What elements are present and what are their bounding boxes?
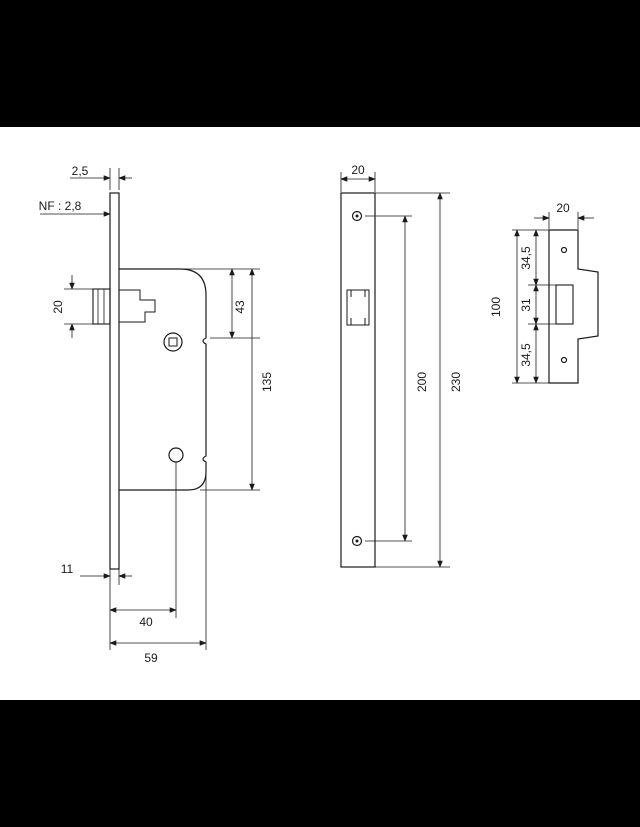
dim-handle-offset-label: 43 bbox=[233, 300, 247, 314]
dim-strike-total-label: 100 bbox=[489, 297, 503, 317]
dim-backset-label: 40 bbox=[139, 615, 153, 629]
dim-depth-label: 59 bbox=[144, 651, 158, 665]
dim-handle-to-key-label: 135 bbox=[260, 372, 274, 392]
strike-plate-view bbox=[548, 229, 599, 384]
faceplate-screw-bottom bbox=[351, 535, 363, 547]
top-letterbox-bar bbox=[0, 0, 640, 127]
spindle-square bbox=[168, 337, 178, 347]
strike-screw-bottom bbox=[560, 356, 568, 364]
latch-bolt bbox=[92, 288, 111, 325]
strike-plate-outline bbox=[548, 229, 599, 384]
strike-screw-top bbox=[560, 246, 568, 254]
lock-case bbox=[119, 268, 207, 491]
key-hole bbox=[168, 447, 184, 463]
dim-screw-spacing-label: 200 bbox=[415, 372, 429, 392]
follower-hub bbox=[163, 332, 183, 352]
latch-bevel bbox=[97, 289, 105, 324]
dim-latch-label: 20 bbox=[51, 300, 65, 314]
faceplate-view bbox=[340, 192, 376, 568]
latch-tail bbox=[119, 289, 156, 323]
dim-strike-width-label: 20 bbox=[556, 201, 570, 215]
faceplate-dimensions bbox=[340, 172, 450, 568]
lock-body-dimensions bbox=[40, 168, 260, 650]
faceplate-latch-opening bbox=[346, 289, 370, 326]
dim-faceplate-width-label: 20 bbox=[351, 163, 365, 177]
dim-strike-top-label: 34,5 bbox=[519, 246, 533, 270]
dim-plate-thickness-label: 2,5 bbox=[72, 164, 89, 178]
faceplate-outline bbox=[340, 192, 376, 568]
dim-nf-label: NF : 2,8 bbox=[39, 199, 82, 213]
dim-plate-offset-label: 11 bbox=[61, 562, 74, 576]
lock-body-view bbox=[92, 192, 207, 570]
dim-faceplate-length-label: 230 bbox=[449, 372, 463, 392]
strike-plate-dimensions bbox=[512, 212, 594, 384]
faceplate-screw-top bbox=[351, 210, 363, 222]
dim-strike-bottom-label: 34,5 bbox=[519, 343, 533, 367]
dim-strike-middle-label: 31 bbox=[519, 298, 533, 312]
bottom-letterbox-bar bbox=[0, 700, 640, 827]
lock-faceplate bbox=[109, 192, 120, 570]
strike-latch-opening bbox=[555, 284, 574, 325]
